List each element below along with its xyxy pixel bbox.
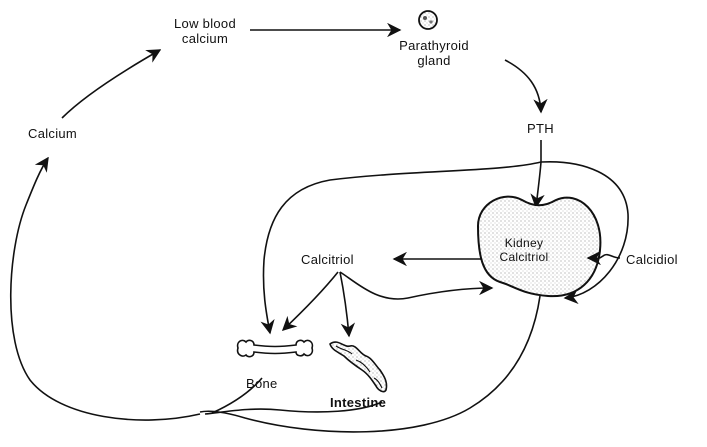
parathyroid-gland-label: Parathyroid gland: [392, 38, 476, 68]
kidney-label: Kidney: [484, 236, 564, 250]
arrow-return-to-calcium: [11, 158, 200, 420]
pth-label: PTH: [527, 121, 554, 136]
arrow-calcium-to-low-calcium: [62, 50, 160, 118]
bone-icon: [238, 340, 313, 356]
arrow-calcitriol-to-intestine: [340, 272, 349, 336]
low-blood-calcium-label: Low blood calcium: [160, 16, 250, 46]
calcitriol-label: Calcitriol: [301, 252, 354, 267]
arrow-pth-to-kidney: [536, 162, 541, 207]
calcidiol-label: Calcidiol: [626, 252, 678, 267]
parathyroid-gland-line2: gland: [392, 53, 476, 68]
intestine-icon: [330, 342, 387, 392]
kidney-calcitriol-label: Calcitriol: [484, 250, 564, 264]
low-blood-calcium-line2: calcium: [160, 31, 250, 46]
parathyroid-gland-line1: Parathyroid: [392, 38, 476, 53]
intestine-label: Intestine: [330, 395, 386, 410]
kidney-inner-label: Kidney Calcitriol: [484, 236, 564, 264]
bone-label: Bone: [246, 376, 278, 391]
arrow-calcitriol-loop-to-kidney: [340, 272, 492, 299]
low-blood-calcium-line1: Low blood: [160, 16, 250, 31]
arrow-calcitriol-to-bone: [283, 272, 338, 330]
calcium-label: Calcium: [28, 126, 77, 141]
arrow-gland-to-pth: [505, 60, 541, 112]
parathyroid-gland-icon: [419, 11, 437, 29]
